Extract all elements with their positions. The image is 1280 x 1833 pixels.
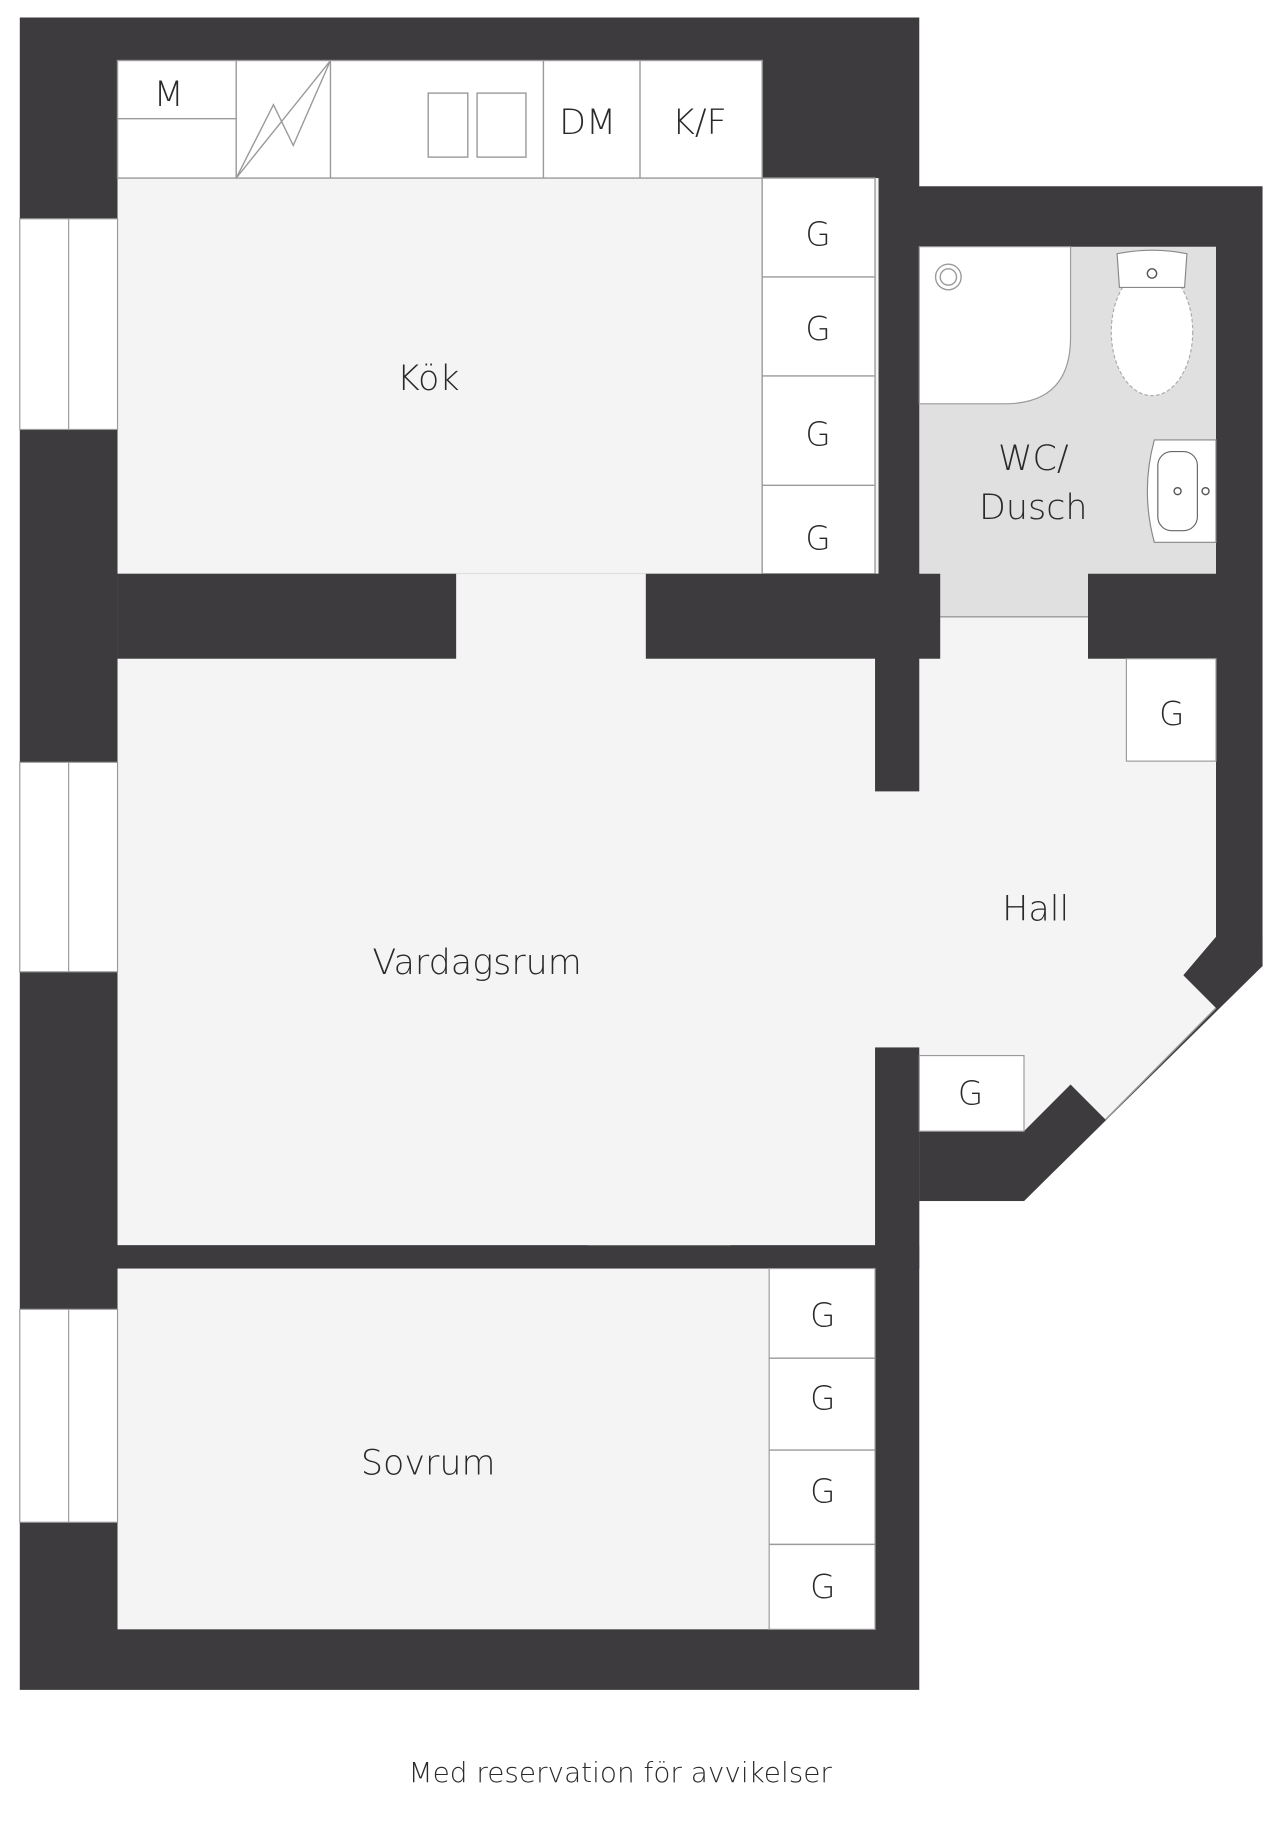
dishwasher-label: DM	[559, 103, 616, 143]
wardrobe-label: G	[958, 1074, 983, 1112]
room-label-bedroom: Sovrum	[361, 1444, 496, 1484]
microwave-label: M	[154, 75, 184, 115]
sink-icon	[1146, 439, 1217, 543]
fridge-label: K/F	[672, 103, 727, 143]
stove-burner-icon	[427, 92, 469, 158]
room-label-hall: Hall	[1002, 890, 1069, 930]
wardrobe-label: G	[810, 1472, 835, 1510]
wardrobe-label: G	[810, 1568, 835, 1606]
room-label-bathroom: WC/	[998, 439, 1069, 479]
room-label-living: Vardagsrum	[372, 943, 581, 983]
wardrobe-label: G	[805, 310, 830, 348]
toilet-icon	[1110, 249, 1194, 397]
wardrobe-label: G	[805, 416, 830, 454]
entrance-door[interactable]	[1104, 1007, 1217, 1121]
living-floor	[117, 573, 879, 1246]
inner-walls	[117, 573, 1263, 1269]
oven-icon	[235, 60, 332, 179]
kitchen-floor	[117, 178, 879, 574]
shower-area	[918, 246, 1072, 405]
shower-drain-icon	[934, 263, 962, 291]
wardrobe-label: G	[1159, 695, 1184, 733]
wardrobe-label: G	[810, 1379, 835, 1417]
room-label-kitchen: Kök	[397, 359, 460, 399]
stove-burner-icon	[476, 92, 527, 158]
room-label-bathroom-2: Dusch	[979, 488, 1088, 528]
wardrobe-label: G	[805, 216, 830, 254]
wardrobe-label: G	[810, 1297, 835, 1335]
wardrobe-label: G	[805, 519, 830, 557]
disclaimer: Med reservation för avvikelser	[409, 1756, 833, 1789]
bedroom-floor	[117, 1268, 876, 1630]
windows	[19, 218, 119, 1523]
